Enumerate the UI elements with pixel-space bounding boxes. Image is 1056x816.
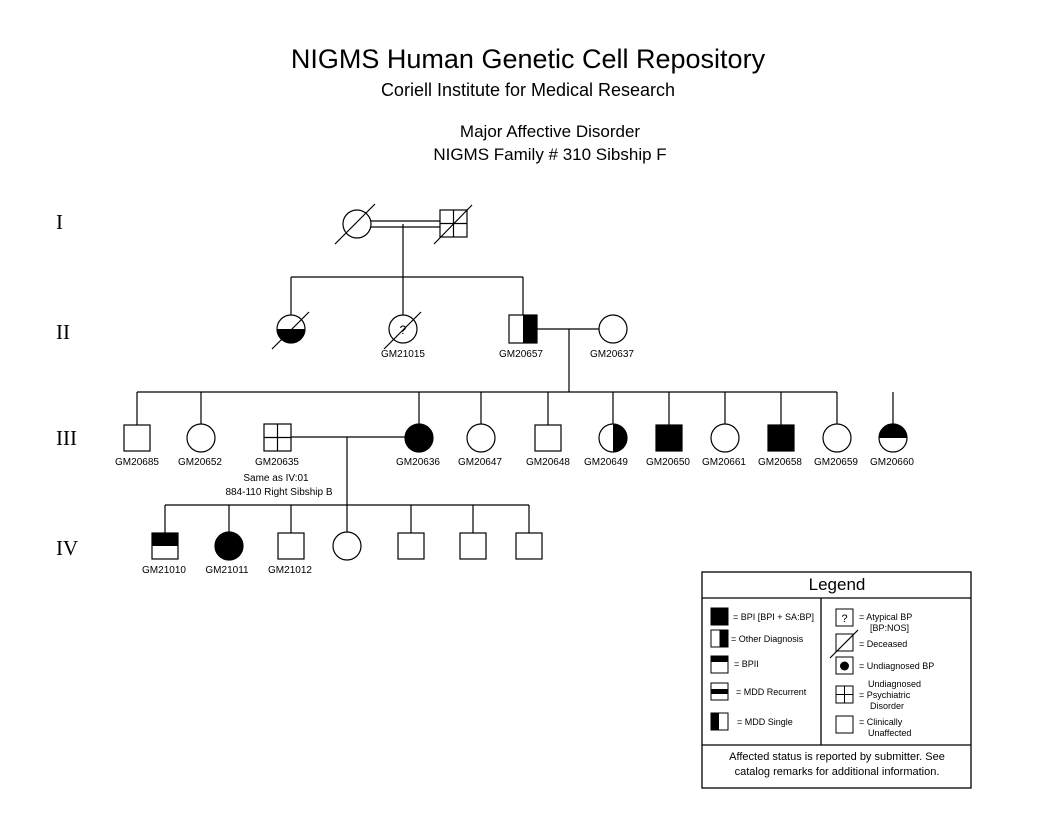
note-sibship-reference: 884-110 Right Sibship B [225, 487, 332, 498]
individual-iii8 [655, 424, 683, 452]
question-mark-label: ? [400, 323, 407, 337]
legend-box [701, 571, 972, 789]
legend-symbol-undiagnosed-psychiatric [835, 685, 854, 704]
legend-label-undiagnosed-bp: = Undiagnosed BP [859, 661, 935, 671]
individual-iv5 [397, 532, 425, 560]
legend-label-undiagnosed-psych-1: Undiagnosed [868, 679, 922, 689]
legend-symbol-atypical-bp: ? [835, 608, 854, 627]
disorder-title: Major Affective Disorder [459, 122, 641, 141]
legend-label-undiagnosed-psych-3: Disorder [870, 701, 905, 711]
label-gm20647: GM20647 [458, 457, 502, 468]
legend-label-clinically-unaffected: = Clinically [859, 717, 903, 727]
individual-iv3 [277, 532, 305, 560]
label-gm21012: GM21012 [268, 565, 312, 576]
generation-label-i: I [56, 210, 63, 234]
legend-title: Legend [808, 575, 866, 594]
label-gm20660: GM20660 [870, 457, 914, 468]
legend-note: Affected status is reported by submitter… [702, 750, 972, 780]
label-gm21011: GM21011 [205, 565, 249, 576]
label-gm20659: GM20659 [814, 457, 858, 468]
legend-label-other-diagnosis: = Other Diagnosis [731, 634, 804, 644]
legend-symbol-mdd-recurrent [710, 682, 729, 701]
individual-iii2 [186, 423, 216, 453]
legend-label-mdd-single: = MDD Single [737, 717, 793, 727]
legend-label-deceased: = Deceased [859, 639, 908, 649]
individual-iii4 [404, 423, 434, 453]
individual-iv4 [332, 531, 362, 561]
individual-i2 [433, 204, 473, 245]
individual-ii2: ? [383, 311, 422, 350]
individual-iv6 [459, 532, 487, 560]
individual-ii3 [508, 314, 538, 344]
legend-label-undiagnosed-psych-2: = Psychiatric [859, 690, 911, 700]
individual-iii1 [123, 424, 151, 452]
legend-label-mdd-recurrent: = MDD Recurrent [736, 687, 807, 697]
individual-iii6 [534, 424, 562, 452]
legend-symbol-bpi [710, 607, 729, 626]
family-title: NIGMS Family # 310 Sibship F [433, 145, 667, 164]
label-gm20658: GM20658 [758, 457, 802, 468]
individual-ii1 [271, 311, 310, 350]
label-gm20657: GM20657 [499, 349, 543, 360]
label-gm20649: GM20649 [584, 457, 628, 468]
legend-question-mark: ? [841, 613, 847, 625]
label-gm20685: GM20685 [115, 457, 159, 468]
legend-label-bpi: = BPI [BPI + SA:BP] [733, 612, 815, 622]
page-title: NIGMS Human Genetic Cell Repository [290, 44, 766, 74]
legend-symbol-other-diagnosis [710, 629, 729, 648]
label-gm20650: GM20650 [646, 457, 690, 468]
legend-symbol-deceased [829, 629, 859, 659]
individual-iii9 [710, 423, 740, 453]
legend-label-atypical-bp-sub: [BP:NOS] [870, 623, 910, 633]
individual-iii7 [598, 423, 628, 453]
label-gm20648: GM20648 [526, 457, 570, 468]
generation-label-iii: III [56, 426, 77, 450]
legend-note-line-1: Affected status is reported by submitter… [729, 751, 945, 763]
label-gm20637: GM20637 [590, 349, 634, 360]
individual-iv2 [214, 531, 244, 561]
connection-lines [136, 220, 894, 533]
individual-i1 [334, 203, 376, 245]
individual-iv1 [151, 532, 179, 560]
individual-iii10 [767, 424, 795, 452]
label-gm20636: GM20636 [396, 457, 440, 468]
legend-symbol-clinically-unaffected [835, 715, 854, 734]
individual-iii5 [466, 423, 496, 453]
label-gm21015: GM21015 [381, 349, 425, 360]
legend-label-atypical-bp: = Atypical BP [859, 612, 913, 622]
individual-iii3 [263, 423, 292, 452]
generation-label-iv: IV [56, 536, 79, 560]
institute-subtitle: Coriell Institute for Medical Research [380, 80, 676, 100]
individual-iii12 [878, 423, 908, 453]
note-same-as: Same as IV:01 [243, 473, 309, 484]
label-gm20652: GM20652 [178, 457, 222, 468]
legend-label-bpii: = BPII [734, 659, 759, 669]
legend-note-line-2: catalog remarks for additional informati… [734, 766, 940, 778]
generation-label-ii: II [56, 320, 70, 344]
legend-label-clinically-unaffected-2: Unaffected [868, 728, 912, 738]
label-gm21010: GM21010 [142, 565, 186, 576]
label-gm20661: GM20661 [702, 457, 746, 468]
individual-ii4 [598, 314, 628, 344]
legend-symbol-bpii [710, 655, 729, 674]
individual-iii11 [822, 423, 852, 453]
label-gm20635: GM20635 [255, 457, 299, 468]
legend-symbol-undiagnosed-bp [835, 656, 854, 675]
legend-symbol-mdd-single [710, 712, 729, 731]
individual-iv7 [515, 532, 543, 560]
